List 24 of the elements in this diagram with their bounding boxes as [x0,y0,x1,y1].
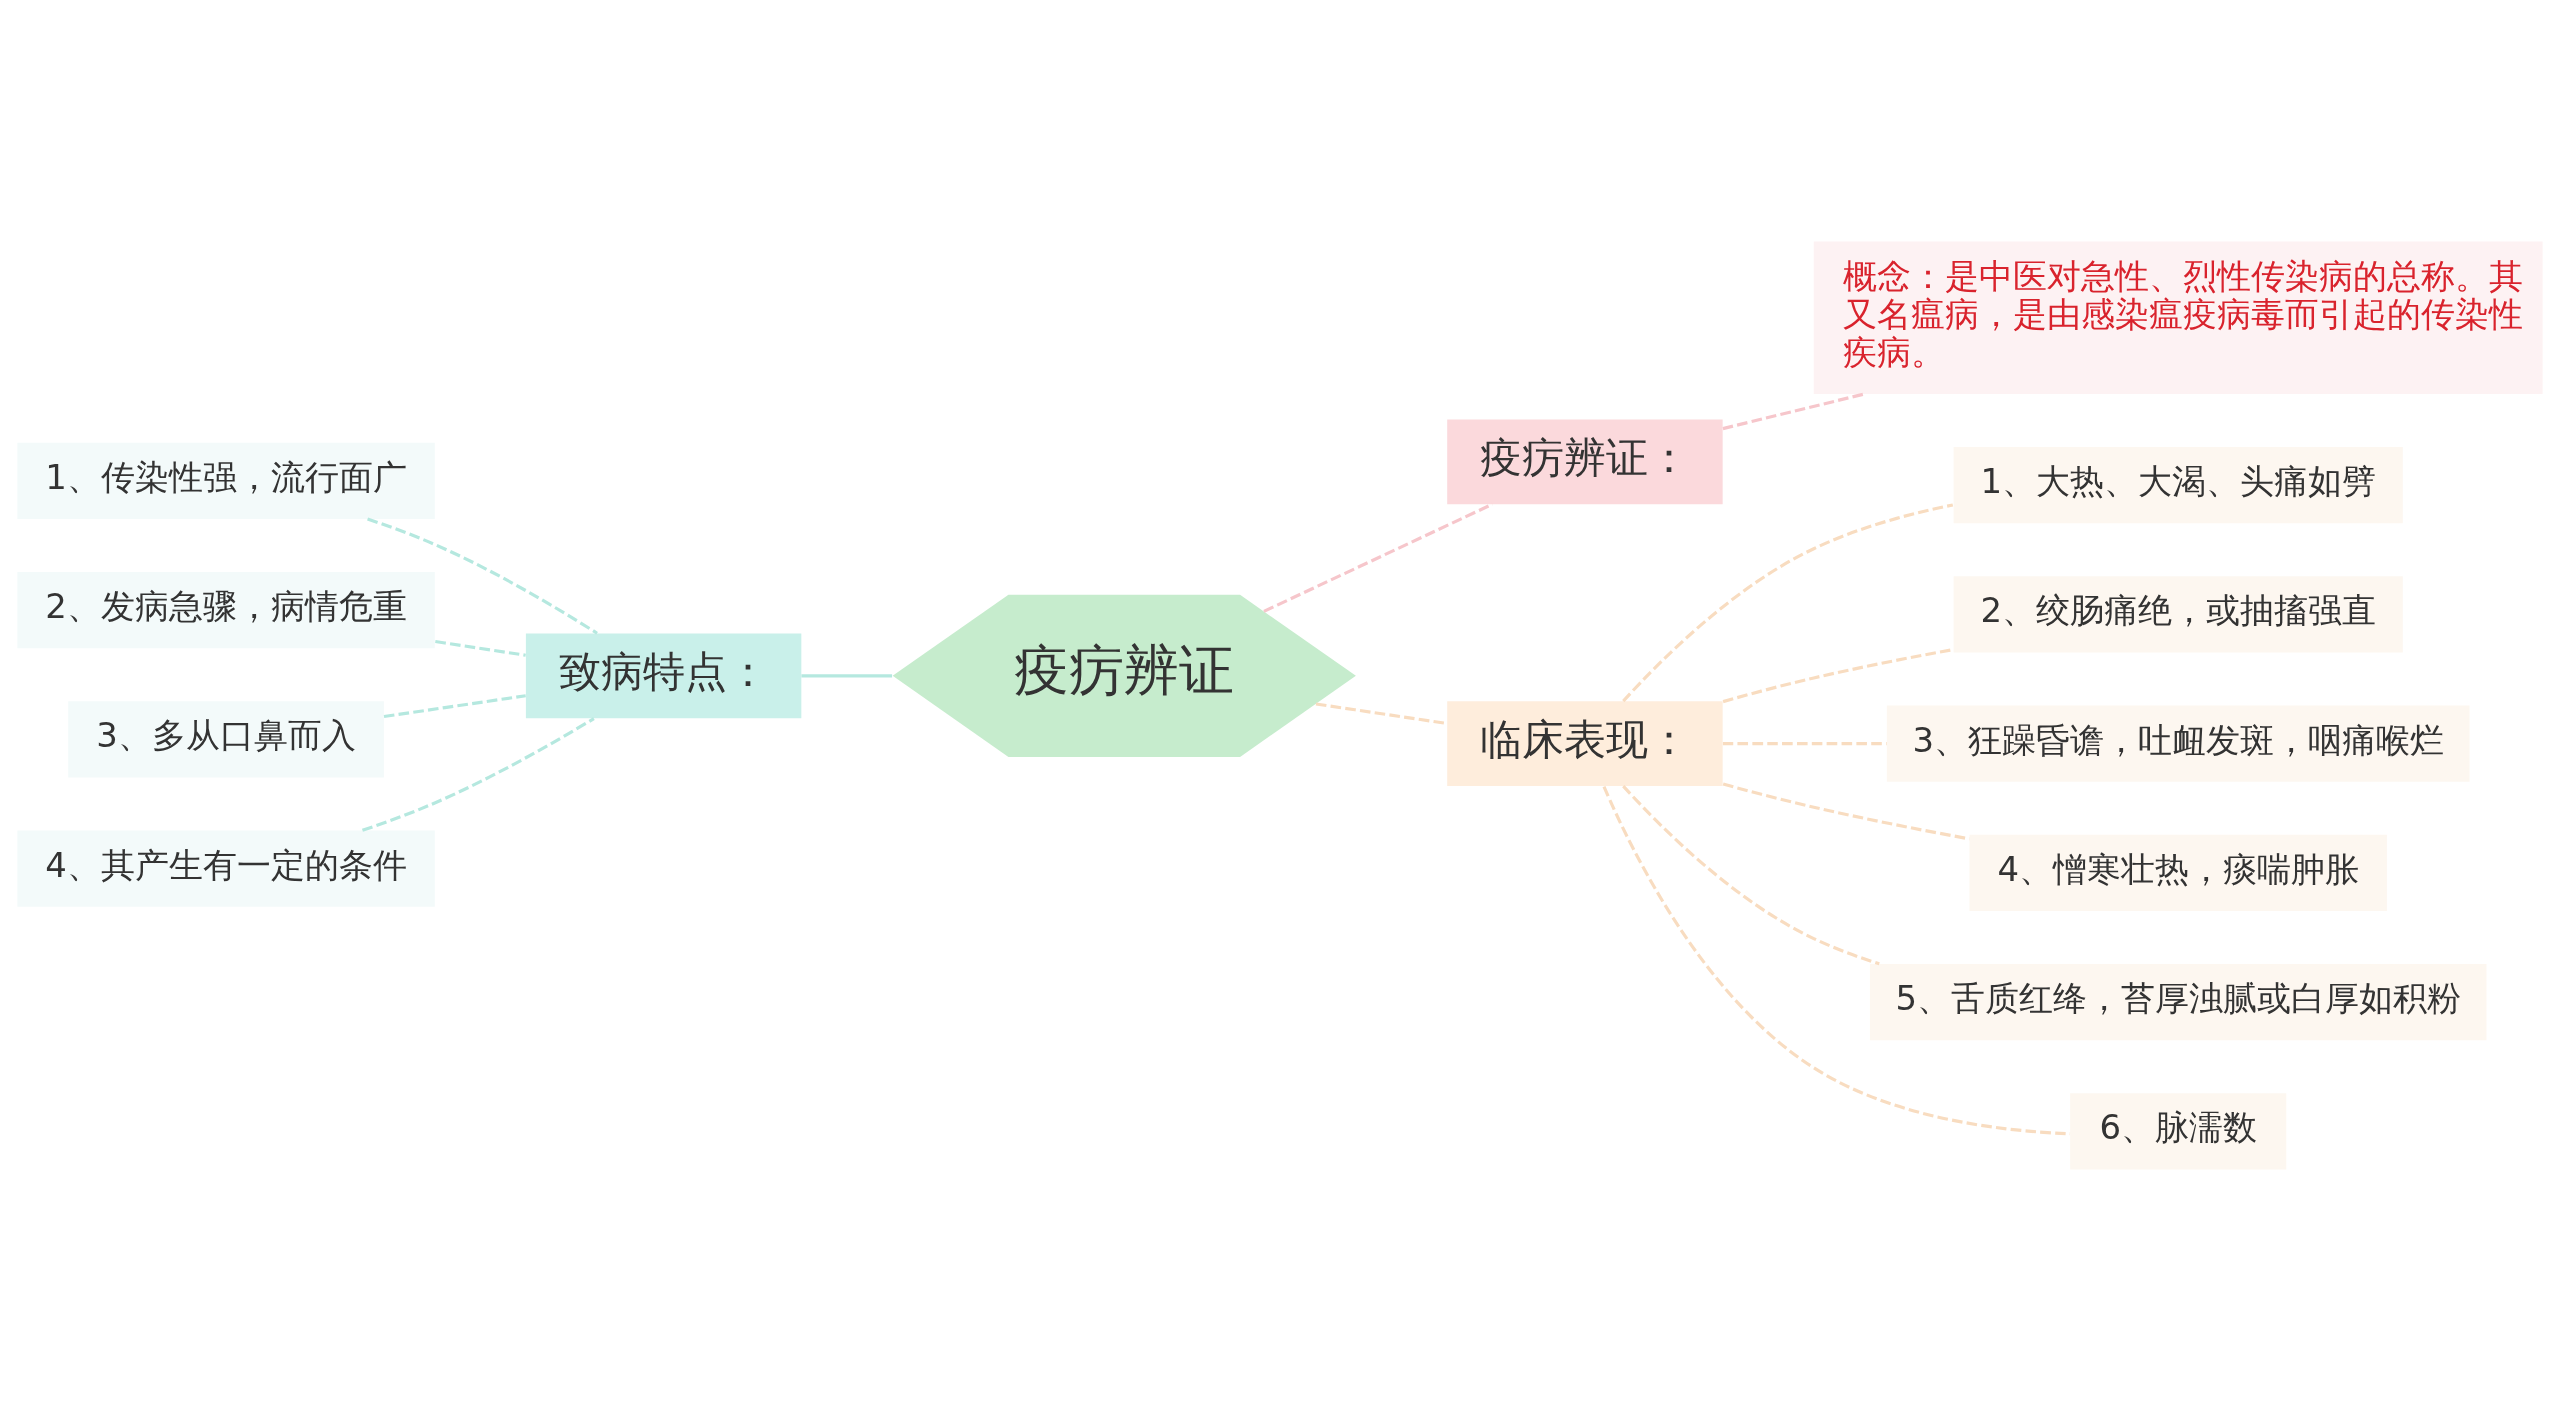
node-box: 疫疠辨证： [1447,419,1723,505]
node-box: 1、大热、大渴、头痛如劈 [1953,447,2403,524]
connector [1263,502,1494,613]
connector [383,694,526,719]
connector [1722,392,1865,431]
node-box: 3、狂躁昏谵，吐衄发斑，咽痛喉烂 [1886,705,2470,782]
connector [367,517,598,635]
node-box: 4、其产生有一定的条件 [17,830,435,907]
node-box: 概念：是中医对急性、烈性传染病的总称。其又名瘟病，是由感染瘟疫病毒而引起的传染性疾病。 [1813,241,2543,395]
connector [1622,503,1954,703]
connector [1622,785,1880,966]
node-box: 3、多从口鼻而入 [68,701,384,778]
node-box: 2、发病急骤，病情危重 [17,572,435,649]
connector [361,717,595,832]
connector [435,639,526,657]
node-box: 临床表现： [1447,701,1723,786]
connector [1722,648,1954,704]
connector [1722,742,1887,746]
connector [1315,702,1447,725]
node-box: 致病特点： [525,633,802,719]
node-box: 1、传染性强，流行面广 [17,442,435,520]
node-box: 5、舌质红绛，苔厚浊腻或白厚如积粉 [1869,964,2487,1041]
connector [801,674,893,678]
connector [1722,782,1970,841]
